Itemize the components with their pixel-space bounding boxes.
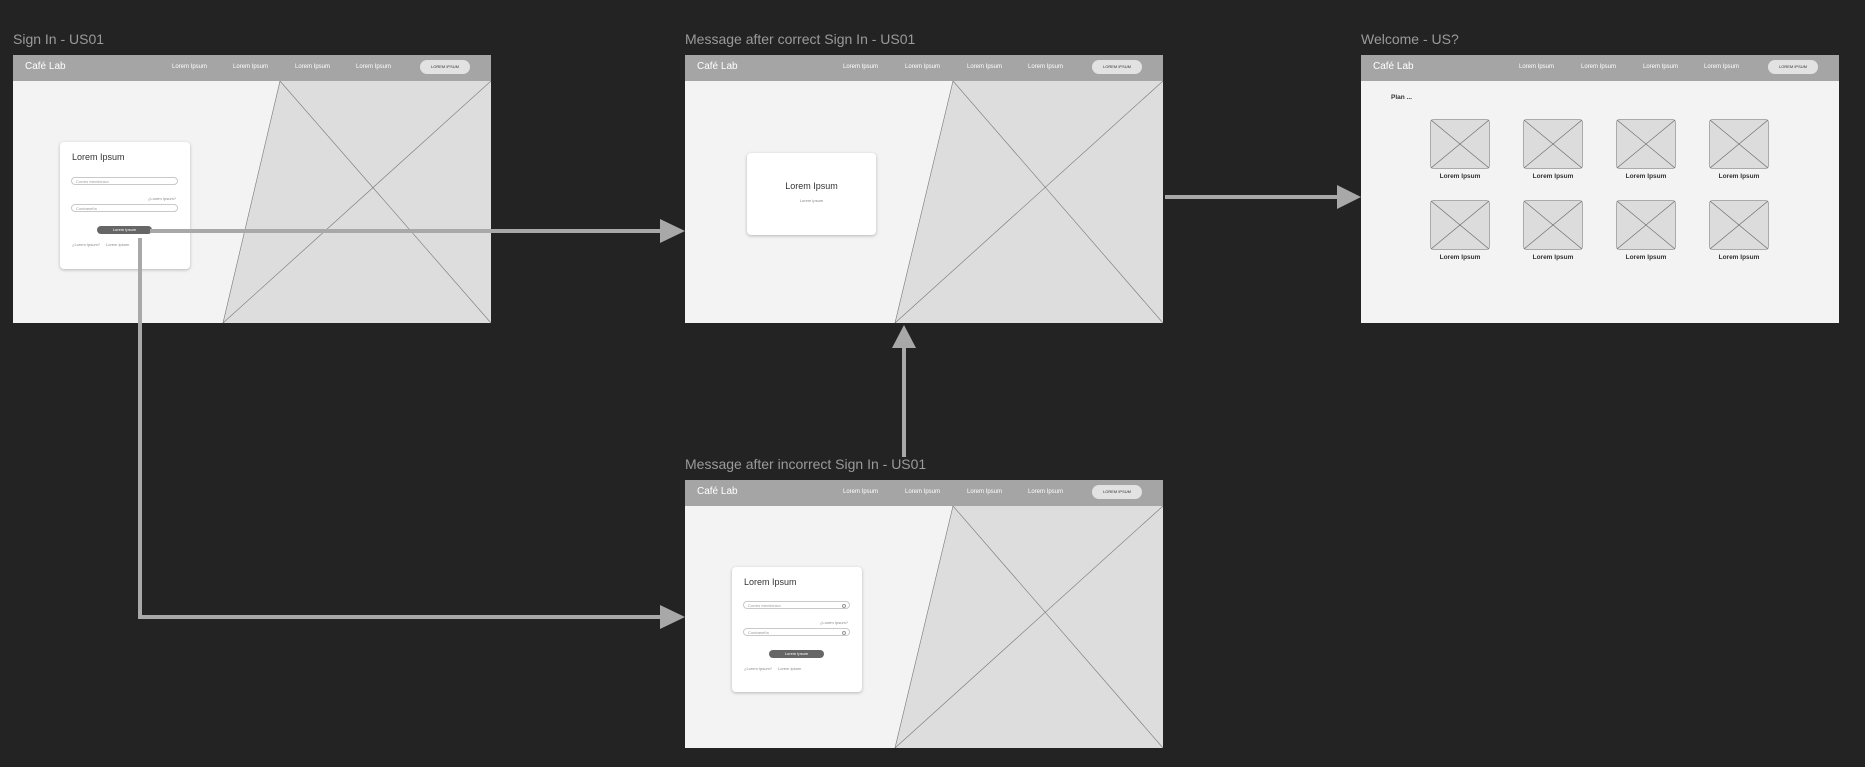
product-card[interactable]: Lorem Ipsum [1616, 200, 1676, 261]
nav-bar: Café Lab Lorem Ipsum Lorem Ipsum Lorem I… [13, 55, 491, 81]
forgot-password-link[interactable]: ¿Lorem Ipsum? [147, 196, 176, 201]
logo[interactable]: Café Lab [697, 486, 738, 497]
frame-title-welcome: Welcome - US? [1361, 31, 1459, 47]
incorrect-signin-frame: Café Lab Lorem Ipsum Lorem Ipsum Lorem I… [685, 480, 1163, 748]
signin-frame: Café Lab Lorem Ipsum Lorem Ipsum Lorem I… [13, 55, 491, 323]
welcome-frame: Café Lab Lorem Ipsum Lorem Ipsum Lorem I… [1361, 55, 1839, 323]
nav-link-3[interactable]: Lorem Ipsum [1643, 64, 1679, 70]
nav-link-4[interactable]: Lorem Ipsum [1028, 489, 1064, 495]
image-placeholder [894, 81, 1163, 323]
image-placeholder [894, 506, 1163, 748]
product-label: Lorem Ipsum [1532, 254, 1574, 261]
success-message-card: Lorem Ipsum Lorem Ipsum [747, 153, 876, 235]
product-card[interactable]: Lorem Ipsum [1430, 119, 1490, 180]
product-card[interactable]: Lorem Ipsum [1709, 119, 1769, 180]
footer-link-left[interactable]: ¿Lorem Ipsum? [72, 242, 101, 247]
footer-link-left[interactable]: ¿Lorem Ipsum? [744, 666, 773, 671]
nav-cta-button[interactable]: LOREM IPSUM [1092, 60, 1142, 74]
nav-link-3[interactable]: Lorem Ipsum [295, 64, 331, 70]
image-placeholder-icon [1616, 119, 1676, 169]
frame-title-correct: Message after correct Sign In - US01 [685, 31, 916, 47]
submit-button[interactable]: Lorem Ipsum [97, 226, 152, 234]
error-icon [842, 603, 846, 608]
frame-title-incorrect: Message after incorrect Sign In - US01 [685, 456, 927, 472]
product-card[interactable]: Lorem Ipsum [1616, 119, 1676, 180]
card-title: Lorem Ipsum [72, 152, 125, 162]
nav-bar: Café Lab Lorem Ipsum Lorem Ipsum Lorem I… [685, 480, 1163, 506]
product-card[interactable]: Lorem Ipsum [1523, 200, 1583, 261]
product-label: Lorem Ipsum [1439, 173, 1481, 180]
nav-link-3[interactable]: Lorem Ipsum [967, 489, 1003, 495]
nav-link-4[interactable]: Lorem Ipsum [1704, 64, 1740, 70]
error-icon [842, 630, 846, 635]
nav-link-2[interactable]: Lorem Ipsum [1581, 64, 1617, 70]
nav-cta-button[interactable]: LOREM IPSUM [1092, 485, 1142, 499]
password-placeholder: Contraseña [748, 630, 769, 635]
nav-link-2[interactable]: Lorem Ipsum [905, 64, 941, 70]
logo[interactable]: Café Lab [25, 61, 66, 72]
nav-cta-button[interactable]: LOREM IPSUM [1768, 60, 1818, 74]
nav-link-3[interactable]: Lorem Ipsum [967, 64, 1003, 70]
nav-link-1[interactable]: Lorem Ipsum [843, 64, 879, 70]
image-placeholder-icon [1709, 119, 1769, 169]
product-card[interactable]: Lorem Ipsum [1709, 200, 1769, 261]
password-field[interactable]: Contraseña [743, 628, 850, 636]
email-field[interactable]: Correo electrónico [71, 177, 178, 185]
card-title: Lorem Ipsum [744, 577, 797, 587]
product-label: Lorem Ipsum [1532, 173, 1574, 180]
nav-bar: Café Lab Lorem Ipsum Lorem Ipsum Lorem I… [1361, 55, 1839, 81]
nav-cta-button[interactable]: LOREM IPSUM [420, 60, 470, 74]
image-placeholder-icon [1523, 200, 1583, 250]
correct-signin-frame: Café Lab Lorem Ipsum Lorem Ipsum Lorem I… [685, 55, 1163, 323]
product-label: Lorem Ipsum [1718, 173, 1760, 180]
nav-link-1[interactable]: Lorem Ipsum [1519, 64, 1555, 70]
footer-link-right[interactable]: Lorem Ipsum [106, 242, 130, 247]
image-placeholder-icon [1616, 200, 1676, 250]
nav-link-4[interactable]: Lorem Ipsum [356, 64, 392, 70]
logo[interactable]: Café Lab [1373, 61, 1414, 72]
email-placeholder: Correo electrónico [748, 603, 781, 608]
frame-title-signin: Sign In - US01 [13, 31, 105, 47]
nav-link-2[interactable]: Lorem Ipsum [905, 489, 941, 495]
product-label: Lorem Ipsum [1625, 254, 1667, 261]
nav-bar: Café Lab Lorem Ipsum Lorem Ipsum Lorem I… [685, 55, 1163, 81]
product-card[interactable]: Lorem Ipsum [1523, 119, 1583, 180]
image-placeholder-icon [1430, 119, 1490, 169]
footer-link-right[interactable]: Lorem Ipsum [778, 666, 802, 671]
image-placeholder-icon [1430, 200, 1490, 250]
submit-button[interactable]: Lorem Ipsum [769, 650, 824, 658]
product-label: Lorem Ipsum [1625, 173, 1667, 180]
arrow-correct-to-welcome [1165, 185, 1361, 209]
signin-card: Lorem Ipsum Correo electrónico ¿Lorem Ip… [732, 567, 862, 692]
nav-link-1[interactable]: Lorem Ipsum [843, 489, 879, 495]
product-card[interactable]: Lorem Ipsum [1430, 200, 1490, 261]
forgot-password-link[interactable]: ¿Lorem Ipsum? [819, 620, 848, 625]
password-field[interactable]: Contraseña [71, 204, 178, 212]
arrow-incorrect-to-correct [892, 325, 916, 457]
logo[interactable]: Café Lab [697, 61, 738, 72]
product-label: Lorem Ipsum [1718, 254, 1760, 261]
message-subtitle: Lorem Ipsum [799, 198, 824, 203]
image-placeholder-icon [1709, 200, 1769, 250]
message-title: Lorem Ipsum [785, 181, 838, 191]
plan-label: Plan ... [1391, 94, 1412, 101]
signin-card: Lorem Ipsum Correo electrónico ¿Lorem Ip… [60, 142, 190, 269]
product-label: Lorem Ipsum [1439, 254, 1481, 261]
nav-link-2[interactable]: Lorem Ipsum [233, 64, 269, 70]
nav-link-4[interactable]: Lorem Ipsum [1028, 64, 1064, 70]
image-placeholder-icon [1523, 119, 1583, 169]
nav-link-1[interactable]: Lorem Ipsum [172, 64, 208, 70]
email-field[interactable]: Correo electrónico [743, 601, 850, 609]
